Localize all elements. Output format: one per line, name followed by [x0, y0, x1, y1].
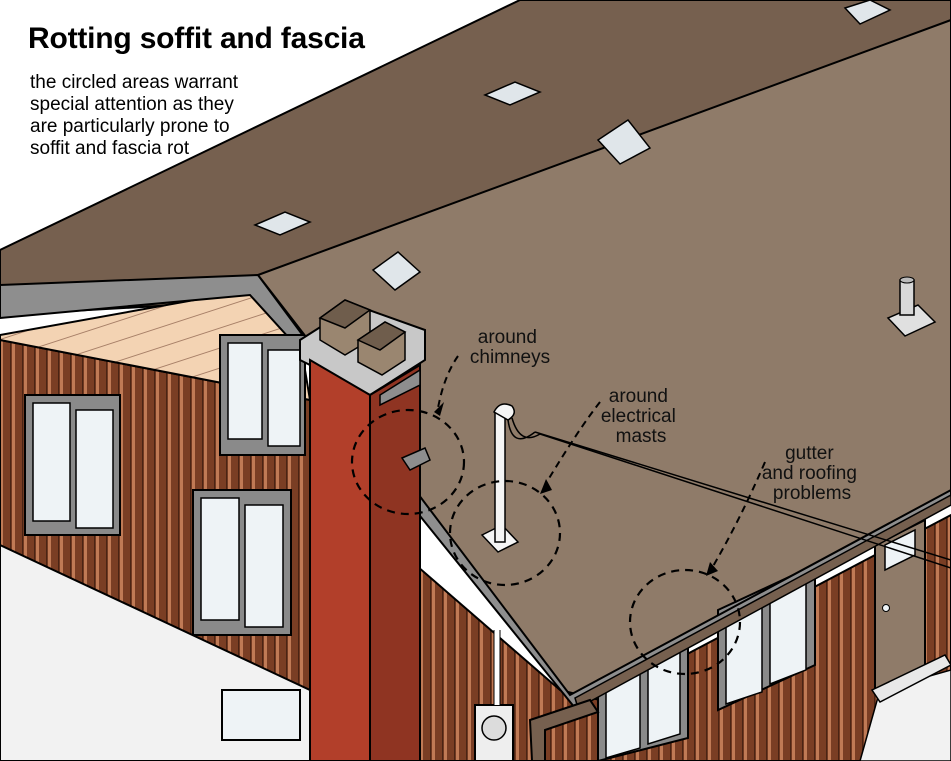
chimney [299, 299, 431, 761]
window-left-center [192, 489, 292, 636]
highlight-circle-gutter [628, 568, 742, 676]
description-line: special attention as they [30, 94, 234, 115]
roof-back-plane [0, 0, 951, 317]
leader-gutter [711, 461, 766, 569]
skylight [371, 251, 422, 291]
callout-line: around [609, 386, 668, 407]
skylight [253, 211, 312, 236]
callout-line: around [478, 327, 537, 348]
description-line: are particularly prone to [30, 116, 230, 137]
chimney-flashing [400, 447, 431, 471]
highlight-circle-mast [448, 479, 562, 587]
callout-line: gutter [785, 443, 834, 464]
diagram-description: the circled areas warrant special attent… [30, 72, 290, 160]
skylight [483, 81, 542, 106]
window-gable [219, 334, 306, 456]
basement-window [221, 689, 301, 741]
callout-chimneys: around chimneys [470, 327, 550, 368]
diagram-title: Rotting soffit and fascia [28, 22, 365, 55]
callout-line: and roofing [762, 463, 857, 484]
callout-line: masts [616, 426, 667, 447]
skylight [596, 118, 652, 165]
highlight-circle-chimney [350, 408, 466, 516]
front-door [870, 518, 951, 703]
skylight [843, 0, 892, 25]
description-line: the circled areas warrant [30, 72, 239, 93]
leader-chimneys [437, 355, 459, 409]
electrical-mast [480, 403, 541, 553]
leader-masts [544, 401, 601, 486]
service-wire [539, 433, 951, 569]
service-wire [534, 431, 951, 561]
callout-gutter: gutter and roofing problems [762, 443, 862, 504]
callout-line: chimneys [470, 347, 550, 368]
window-left-lower [24, 394, 121, 536]
vent-stack [886, 276, 937, 337]
electric-meter [474, 704, 514, 761]
description-line: soffit and fascia rot [30, 138, 190, 159]
downspout [528, 698, 600, 761]
callout-line: problems [773, 483, 851, 504]
callout-masts: around electrical masts [601, 386, 681, 447]
callout-line: electrical [601, 406, 676, 427]
